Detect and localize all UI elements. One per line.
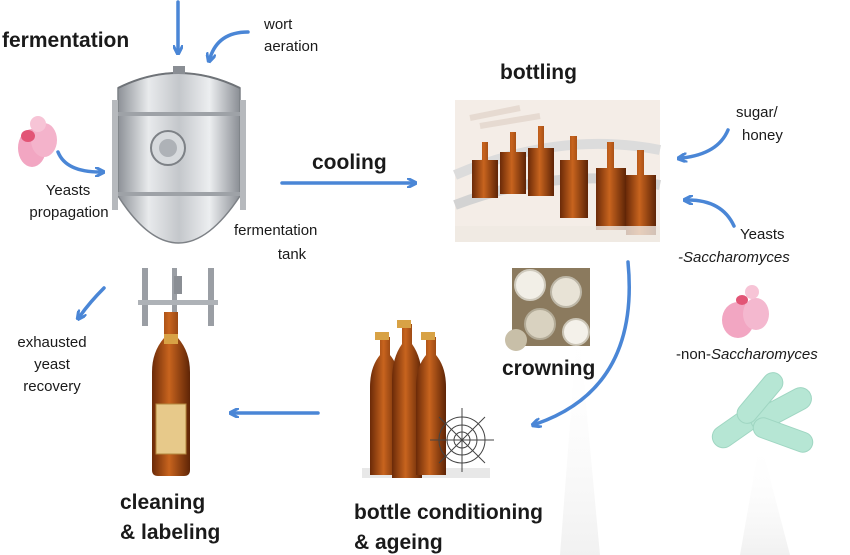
wort-label: wort bbox=[264, 16, 293, 33]
spider-web-icon bbox=[430, 408, 494, 472]
yeasts-saccharomyces-label-1: Yeasts bbox=[740, 226, 785, 243]
sugar-label: sugar/ bbox=[736, 104, 778, 121]
sugar-honey-arrow bbox=[682, 128, 730, 158]
yeast-propagation-arrow bbox=[56, 150, 100, 172]
cleaning-label: cleaning bbox=[120, 491, 206, 514]
bottling-line-photo bbox=[453, 100, 661, 242]
yeast-label: yeast bbox=[34, 356, 70, 373]
yeasts-label: Yeasts bbox=[45, 182, 91, 199]
exhausted-label: exhausted bbox=[17, 334, 87, 351]
fermentation-title: fermentation bbox=[2, 29, 130, 52]
light-cone-decoration bbox=[560, 318, 600, 555]
fermentation-tank-label-2: tank bbox=[277, 246, 307, 263]
labeled-beer-bottle-icon bbox=[152, 312, 190, 476]
propagation-label: propagation bbox=[29, 204, 109, 221]
process-arrows bbox=[56, 0, 736, 424]
bottle-caps-photo bbox=[505, 268, 590, 351]
yeasts-saccharomyces-label-2: -Saccharomyces bbox=[678, 249, 790, 266]
yeasts-addition-arrow bbox=[688, 200, 736, 228]
bottle-conditioning-label: bottle conditioning bbox=[354, 501, 543, 524]
bottling-title: bottling bbox=[500, 61, 577, 84]
honey-label: honey bbox=[742, 127, 783, 144]
ageing-label: & ageing bbox=[354, 531, 443, 554]
cooling-label: cooling bbox=[312, 151, 387, 174]
bacteria-icon bbox=[711, 372, 814, 453]
recovery-label: recovery bbox=[23, 378, 81, 395]
conditioning-bottles-photo bbox=[362, 320, 490, 478]
aeration-arrow bbox=[210, 30, 250, 58]
crowning-label: crowning bbox=[502, 357, 596, 380]
aeration-label: aeration bbox=[264, 38, 319, 55]
non-saccharomyces-yeast-icon bbox=[722, 285, 769, 338]
fermentation-tank-icon bbox=[112, 66, 246, 326]
labeling-label: & labeling bbox=[120, 521, 221, 544]
yeast-recovery-arrow bbox=[80, 286, 106, 316]
non-saccharomyces-label: -non-Saccharomyces bbox=[676, 346, 818, 363]
light-cone-decoration bbox=[740, 440, 790, 555]
yeast-cells-icon bbox=[18, 116, 57, 167]
to-conditioning-arrow bbox=[536, 260, 631, 424]
fermentation-tank-label-1: fermentation bbox=[234, 222, 318, 239]
